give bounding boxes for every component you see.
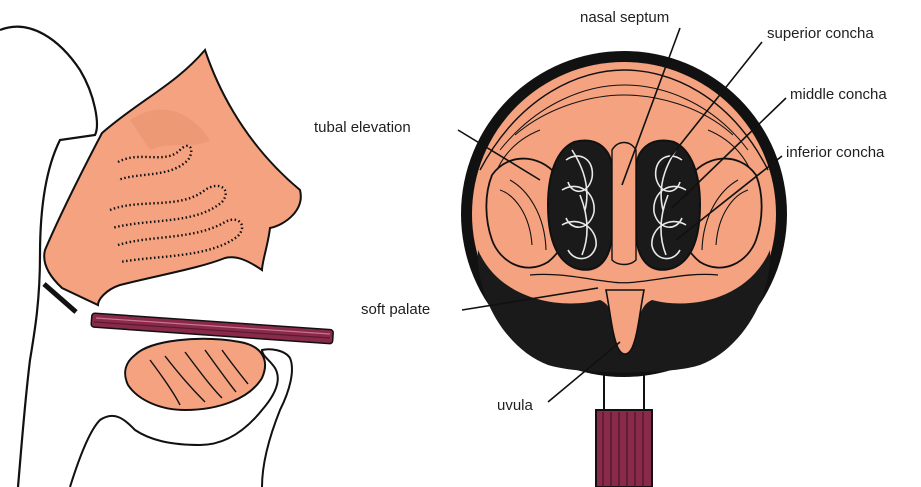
label-tubal-elevation: tubal elevation [314, 120, 411, 135]
label-middle-concha: middle concha [790, 87, 887, 102]
tongue [125, 339, 265, 410]
label-nasal-septum: nasal septum [580, 10, 669, 25]
sagittal-section [0, 27, 333, 487]
label-soft-palate: soft palate [361, 302, 430, 317]
mirror-view [461, 51, 787, 487]
label-uvula: uvula [497, 398, 533, 413]
left-choana [548, 141, 612, 270]
label-inferior-concha: inferior concha [786, 145, 884, 160]
nasal-septum-structure [612, 143, 636, 265]
nasal-cavity [44, 50, 301, 305]
mirror-neck [604, 372, 644, 414]
label-superior-concha: superior concha [767, 26, 874, 41]
